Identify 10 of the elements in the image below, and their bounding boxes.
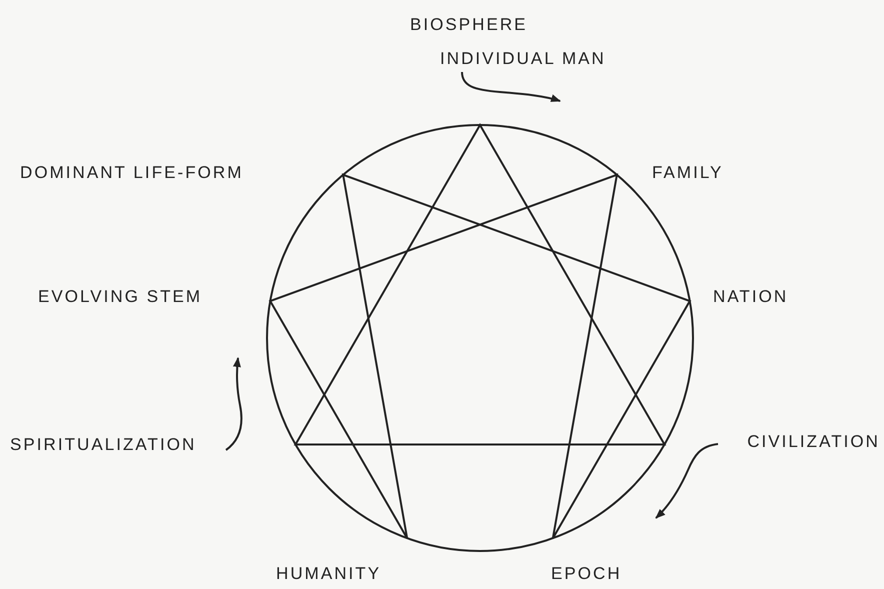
stage-label: CIVILIZATION [747, 431, 880, 453]
stage-label: HUMANITY [276, 563, 382, 585]
stage-label: BIOSPHERE [410, 14, 528, 36]
stage-label: DOMINANT LIFE-FORM [20, 162, 244, 184]
stage-label: SPIRITUALIZATION [10, 434, 196, 456]
stage-label: EVOLVING STEM [38, 286, 202, 308]
stage-label: INDIVIDUAL MAN [440, 48, 606, 70]
stage-label: EPOCH [551, 563, 622, 585]
stage-label: FAMILY [652, 162, 724, 184]
stage-label: NATION [713, 286, 788, 308]
